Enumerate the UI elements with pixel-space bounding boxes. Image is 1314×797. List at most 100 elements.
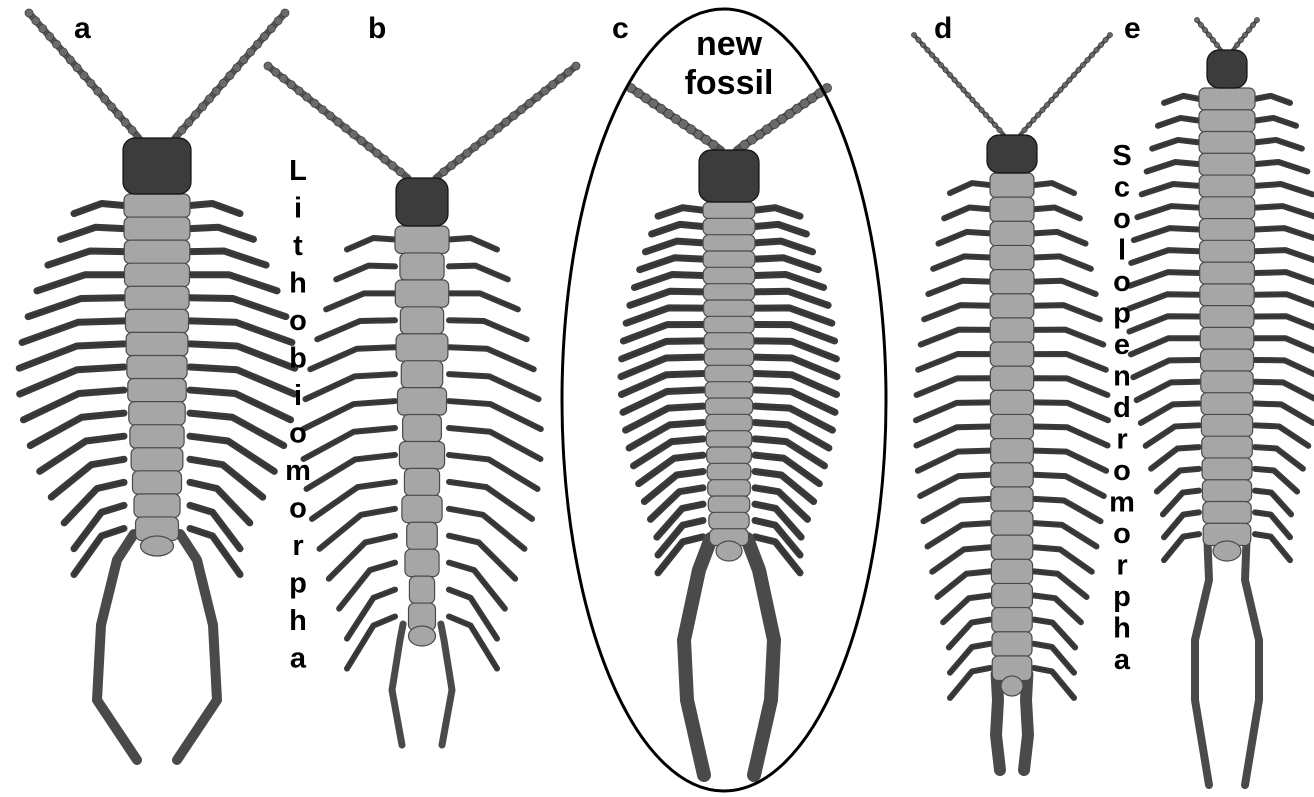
body-segment (991, 511, 1033, 536)
body-segment (703, 284, 754, 301)
antenna-segment (988, 117, 993, 122)
panel-label-e: e (1124, 12, 1141, 45)
leg (449, 536, 515, 579)
antenna-segment (334, 118, 342, 126)
leg (921, 330, 990, 345)
antenna-segment (253, 40, 261, 48)
antenna-segment (287, 81, 295, 89)
antenna-segment (1040, 107, 1045, 112)
leg (1255, 228, 1314, 240)
leg (933, 256, 990, 268)
group-label-lithobiomorpha: Lithobiomorpha (285, 155, 311, 675)
antenna-segment (947, 72, 952, 77)
antenna-segment (997, 127, 1002, 132)
body-segment (708, 496, 749, 513)
panel-label-a: a (74, 12, 91, 45)
head (123, 138, 191, 194)
lithobiomorpha-letter: o (289, 305, 307, 337)
body-segment (991, 487, 1033, 512)
telson (716, 541, 742, 561)
body-segment (400, 307, 443, 334)
left-ultimate-leg (1195, 539, 1209, 785)
antenna-segment (25, 9, 33, 17)
body-segment (1200, 327, 1253, 349)
right-ultimate-leg (1245, 539, 1259, 785)
leg (339, 563, 395, 609)
body-segment (130, 425, 184, 449)
right-ultimate-leg (441, 624, 452, 745)
antenna-segment (965, 92, 970, 97)
leg (1129, 316, 1199, 331)
antenna-segment (992, 122, 997, 127)
antenna-segment (39, 25, 47, 33)
body-segment (1202, 480, 1251, 502)
head (1207, 50, 1247, 88)
body-segment (708, 480, 751, 497)
lithobiomorpha-letter: t (293, 230, 303, 262)
antenna-segment (303, 93, 311, 101)
antenna-segment (198, 103, 206, 111)
antenna-segment (440, 168, 448, 176)
leg (320, 509, 395, 549)
antenna-segment (471, 143, 479, 151)
leg (303, 401, 395, 429)
antenna-segment (463, 149, 471, 157)
leg (449, 266, 508, 280)
leg (317, 320, 395, 339)
lithobiomorpha-letter: L (289, 155, 307, 187)
antenna-segment (94, 87, 102, 95)
antenna-segment (486, 130, 494, 138)
antenna-segment (1049, 97, 1054, 102)
leg (449, 293, 518, 309)
leg (755, 258, 818, 270)
body-segment (395, 280, 448, 307)
body-segment (1199, 88, 1255, 110)
body-segment (1201, 349, 1254, 371)
antenna-segment (226, 71, 234, 79)
antenna-segment (1103, 37, 1108, 42)
leg (449, 563, 505, 609)
antenna-segment (1067, 77, 1072, 82)
body-segment (991, 414, 1034, 439)
leg (61, 227, 124, 239)
body-segment (704, 349, 753, 366)
lithobiomorpha-letter: p (289, 568, 307, 600)
body-segment (1199, 153, 1255, 175)
scolopendromorpha-letter: m (1109, 487, 1135, 519)
leg (1255, 534, 1290, 560)
leg (1034, 668, 1074, 698)
leg (916, 427, 990, 446)
body-segment (404, 468, 439, 495)
antenna-segment (247, 48, 255, 56)
lithobiomorpha-letter: b (289, 343, 307, 375)
antenna-segment (1198, 22, 1203, 27)
body-segment (124, 240, 190, 264)
leg (48, 251, 124, 265)
antenna-segment (59, 48, 67, 56)
antenna-segment (983, 112, 988, 117)
right-ultimate-leg (177, 534, 217, 760)
body-segment (1200, 306, 1254, 328)
group-label-scolopendromorpha: Scolopendromorpha (1109, 140, 1135, 676)
body-segment (131, 448, 183, 472)
scolopendromorpha-letter: c (1114, 172, 1130, 204)
body-segment (1199, 132, 1255, 154)
antenna-segment (107, 103, 115, 111)
antenna-segment (178, 126, 186, 134)
antenna-segment (1202, 27, 1207, 32)
antenna-segment (1206, 32, 1211, 37)
new-fossil-label-line1: new (696, 25, 763, 63)
antenna-segment (260, 32, 268, 40)
panel-label-c: c (612, 12, 629, 45)
leg (924, 305, 990, 319)
antenna-segment (281, 9, 289, 17)
body-segment (401, 361, 442, 388)
antenna-segment (381, 155, 389, 163)
antenna-segment (925, 47, 930, 52)
leg (918, 354, 990, 370)
leg (645, 241, 703, 252)
leg (336, 266, 395, 280)
leg (928, 281, 990, 294)
body-segment (990, 245, 1034, 270)
leg (944, 207, 990, 218)
